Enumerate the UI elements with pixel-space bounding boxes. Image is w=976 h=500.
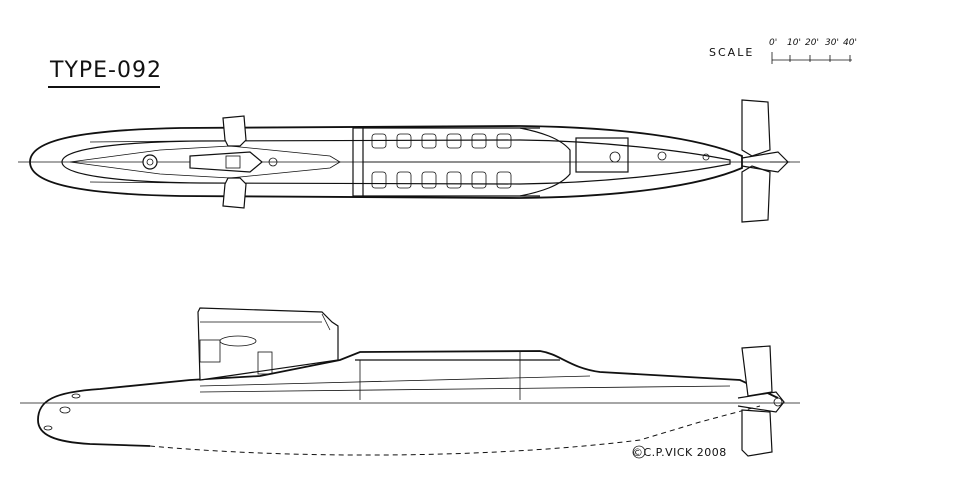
drawing-title: TYPE-092 (50, 58, 162, 83)
missile-tubes-starboard (371, 171, 512, 189)
author-credit: ©C.P.VICK 2008 (632, 446, 727, 459)
copyright-circle (632, 445, 646, 459)
scale-bar (771, 52, 852, 64)
side-view (20, 307, 800, 457)
scale-tick-20: 20' (805, 38, 819, 48)
scale-label: SCALE (709, 46, 755, 59)
scale-tick-30: 30' (825, 38, 839, 48)
top-view (18, 99, 800, 223)
scale-tick-10: 10' (787, 38, 801, 48)
scale-tick-0: 0' (769, 38, 778, 48)
title-underline (48, 86, 160, 88)
missile-tubes-port (371, 133, 512, 149)
scale-tick-40: 40' (843, 38, 857, 48)
